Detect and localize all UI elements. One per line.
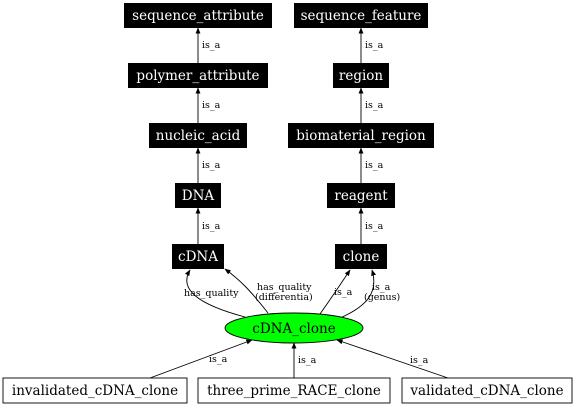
edge-label-has-quality: has_quality bbox=[184, 288, 239, 299]
node-dna[interactable]: DNA bbox=[175, 183, 221, 208]
edge-label-is-a-genus-line2: (genus) bbox=[364, 292, 400, 303]
node-cdna-clone[interactable]: cDNA_clone bbox=[224, 312, 364, 344]
edge-label-is-a: is_a bbox=[365, 221, 384, 232]
node-reagent[interactable]: reagent bbox=[327, 183, 395, 208]
edge-label-is-a: is_a bbox=[202, 100, 221, 111]
node-label: three_prime_RACE_clone bbox=[207, 383, 381, 399]
edge-label-is-a: is_a bbox=[334, 287, 353, 298]
node-label: DNA bbox=[182, 188, 215, 204]
node-label: clone bbox=[343, 249, 380, 265]
edge-label-is-a-genus-line1: is_a bbox=[372, 282, 391, 293]
node-label: cDNA bbox=[178, 249, 218, 265]
node-nucleic-acid[interactable]: nucleic_acid bbox=[149, 123, 247, 148]
node-label: polymer_attribute bbox=[136, 68, 259, 84]
node-label: reagent bbox=[334, 188, 388, 204]
node-label: validated_cDNA_clone bbox=[409, 383, 563, 399]
edges: is_a is_a is_a is_a is_a is_a is_a is_a … bbox=[149, 27, 449, 379]
node-sequence-attribute[interactable]: sequence_attribute bbox=[124, 3, 272, 28]
edge-label-has-quality-line2: (differentia) bbox=[255, 292, 313, 303]
node-label: invalidated_cDNA_clone bbox=[12, 383, 178, 399]
edge-label-has-quality-line1: has_quality bbox=[257, 282, 312, 293]
node-label: nucleic_acid bbox=[156, 128, 241, 144]
edge-label-is-a: is_a bbox=[209, 354, 228, 365]
node-clone[interactable]: clone bbox=[335, 244, 387, 269]
node-biomaterial-region[interactable]: biomaterial_region bbox=[288, 123, 434, 148]
node-label: sequence_attribute bbox=[132, 8, 264, 24]
node-cdna[interactable]: cDNA bbox=[172, 244, 224, 269]
node-three-prime-race-clone[interactable]: three_prime_RACE_clone bbox=[197, 377, 391, 404]
edge-validated-to-cdna-clone bbox=[336, 339, 449, 379]
node-invalidated-cdna-clone[interactable]: invalidated_cDNA_clone bbox=[2, 377, 188, 404]
node-label: cDNA_clone bbox=[252, 321, 335, 337]
edge-cdna-clone-is-a bbox=[319, 269, 351, 315]
edge-cdna-clone-is-a-genus bbox=[339, 269, 377, 319]
edge-label-is-a: is_a bbox=[202, 160, 221, 171]
node-sequence-feature[interactable]: sequence_feature bbox=[294, 3, 428, 28]
edge-label-is-a: is_a bbox=[410, 355, 429, 366]
node-label: biomaterial_region bbox=[296, 128, 426, 144]
node-validated-cdna-clone[interactable]: validated_cDNA_clone bbox=[401, 377, 573, 404]
edge-cdna-clone-has-quality-differentia bbox=[224, 268, 269, 314]
edge-invalidated-to-cdna-clone bbox=[149, 339, 253, 379]
edge-label-is-a: is_a bbox=[365, 100, 384, 111]
edge-label-is-a: is_a bbox=[202, 221, 221, 232]
edge-label-is-a: is_a bbox=[365, 40, 384, 51]
edge-label-is-a: is_a bbox=[365, 160, 384, 171]
node-label: region bbox=[339, 68, 384, 84]
edge-label-is-a: is_a bbox=[298, 355, 317, 366]
edge-label-is-a: is_a bbox=[202, 40, 221, 51]
node-label: sequence_feature bbox=[301, 8, 422, 24]
edge-cdna-clone-has-quality bbox=[184, 269, 246, 318]
node-region[interactable]: region bbox=[333, 63, 389, 88]
node-polymer-attribute[interactable]: polymer_attribute bbox=[128, 63, 268, 88]
